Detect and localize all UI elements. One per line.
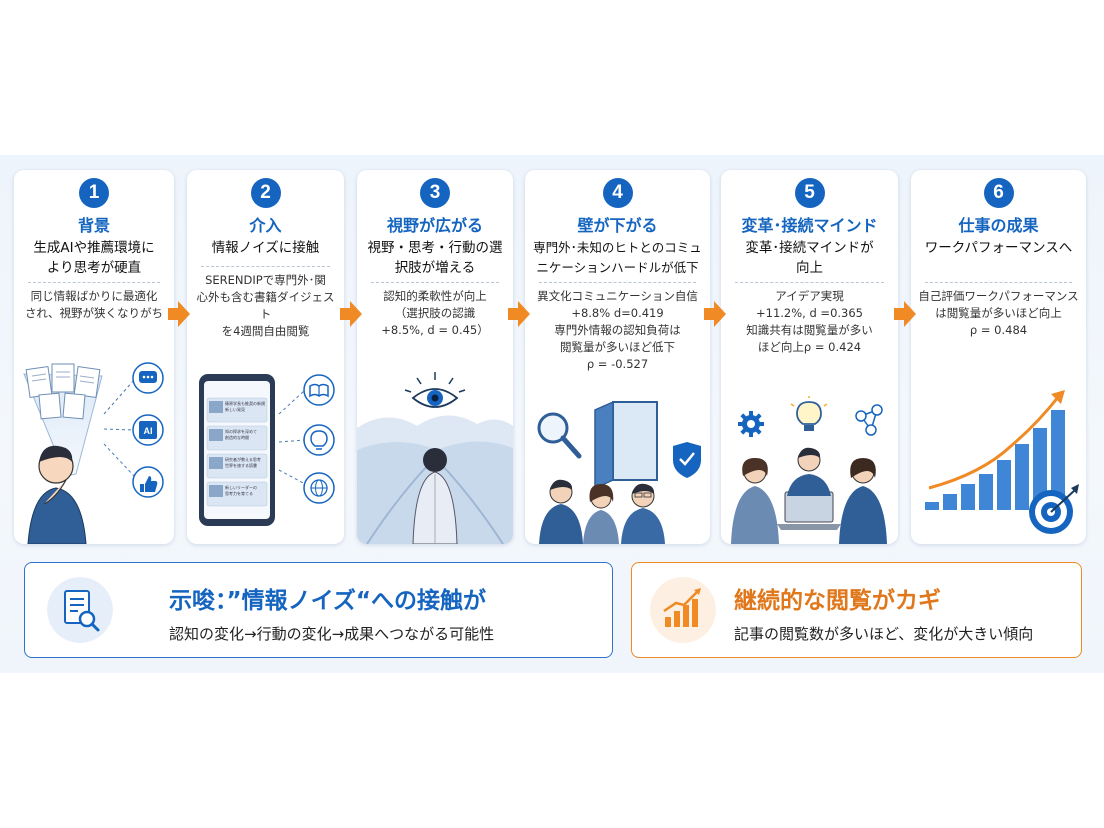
svg-text:思考力を育てる: 思考力を育てる [225,490,253,496]
divider [925,282,1072,283]
step-subtitle: 情報ノイズに接触 [211,240,320,256]
step-title: 介入 [249,216,282,235]
key-box: 継続的な閲覧がカギ 記事の閲覧数が多いほど、変化が大きい傾向 [631,562,1082,658]
step-number: 2 [250,178,281,208]
step-subtitle: 視野・思考・行動の選択肢が増える [367,240,503,276]
flow-arrow [168,301,190,327]
magnifier-icon [537,412,569,444]
network-icon [855,404,883,436]
step-number: 1 [79,178,109,208]
team-idea-illustration [731,396,887,544]
implication-box: 示唆：”情報ノイズ“への接触が 認知の変化→行動の変化→成果へつながる可能性 [24,562,613,658]
key-body: 記事の閲覧数が多いほど、変化が大きい傾向 [734,625,1034,643]
implication-title: 示唆：”情報ノイズ“への接触が [169,588,487,614]
flow-arrow [894,301,916,327]
svg-text:研究者が教える思考: 研究者が教える思考 [225,456,261,462]
key-title: 継続的な閲覧がカギ [734,588,941,614]
step-title: 仕事の成果 [958,216,1039,235]
step-number: 6 [983,178,1014,208]
step-subtitle: 生成AIや推薦環境により思考が硬直 [33,240,155,276]
svg-text:知の探求を深めて: 知の探求を深めて [225,428,257,434]
flow-arrow [508,301,530,327]
step-card-6: 6 仕事の成果 ワークパフォーマンスへ 自己評価ワークパフォーマンスは閲覧量が多… [911,170,1086,544]
open-door-illustration [537,400,701,544]
step-card-3: 3 視野が広がる 視野・思考・行動の選択肢が増える 認知的柔軟性が向上（選択肢の… [357,170,513,544]
step-description: SERENDIPで専門外･関心外も含む書籍ダイジェストを4週間自由閲覧 [196,273,335,338]
svg-text:AI: AI [144,426,153,436]
divider [201,266,330,267]
step-description: 認知的柔軟性が向上（選択肢の認識+8.5%, d = 0.45） [381,289,489,337]
document-search-icon [47,577,113,643]
svg-text:世界を旅する読書: 世界を旅する読書 [225,462,257,468]
step-number: 4 [602,178,633,208]
step-number: 5 [794,178,825,208]
step-number: 3 [420,178,450,208]
flow-arrow [340,301,362,327]
divider [735,282,884,283]
step-subtitle: 変革･接続マインドが向上 [745,240,874,276]
lightbulb-icon [796,401,822,431]
step-card-1: 1 背景 生成AIや推薦環境により思考が硬直 同じ情報ばかりに最適化され、視野が… [14,170,174,544]
step-title: 変革･接続マインド [741,216,878,235]
step-subtitle: ワークパフォーマンスへ [924,240,1073,256]
divider [371,282,499,283]
step-title: 壁が下がる [577,216,658,235]
svg-text:創造的な時間: 創造的な時間 [225,434,249,440]
growth-bars-icon [650,577,716,643]
flow-arrow [704,301,726,327]
step-card-5: 5 変革･接続マインド 変革･接続マインドが向上 アイデア実現+11.2%, d… [721,170,898,544]
growth-chart-illustration [925,390,1079,534]
step-card-4: 4 壁が下がる 専門外･未知のヒトとのコミュニケーションハードルが低下 異文化コ… [525,170,710,544]
phone-item-text: 篠原学長も推奨の新規 [225,400,265,406]
lightbulb-icon [303,424,335,456]
wide-view-illustration [357,372,513,544]
step-title: 背景 [77,216,110,235]
step-title: 視野が広がる [386,216,483,235]
divider [539,282,696,283]
svg-text:新しい発見: 新しい発見 [225,406,245,412]
step-card-2: 2 介入 情報ノイズに接触 SERENDIPで専門外･関心外も含む書籍ダイジェス… [187,170,344,544]
target-icon [1029,484,1079,534]
narrowing-view-illustration: AI [23,362,164,544]
step-description: 同じ情報ばかりに最適化され、視野が狭くなりがち [24,289,164,320]
divider [28,282,160,283]
svg-text:新しいリーダーの: 新しいリーダーの [225,484,257,490]
step-subtitle: 専門外･未知のヒトとのコミュニケーションハードルが低下 [533,240,702,275]
implication-body: 認知の変化→行動の変化→成果へつながる可能性 [169,625,495,643]
